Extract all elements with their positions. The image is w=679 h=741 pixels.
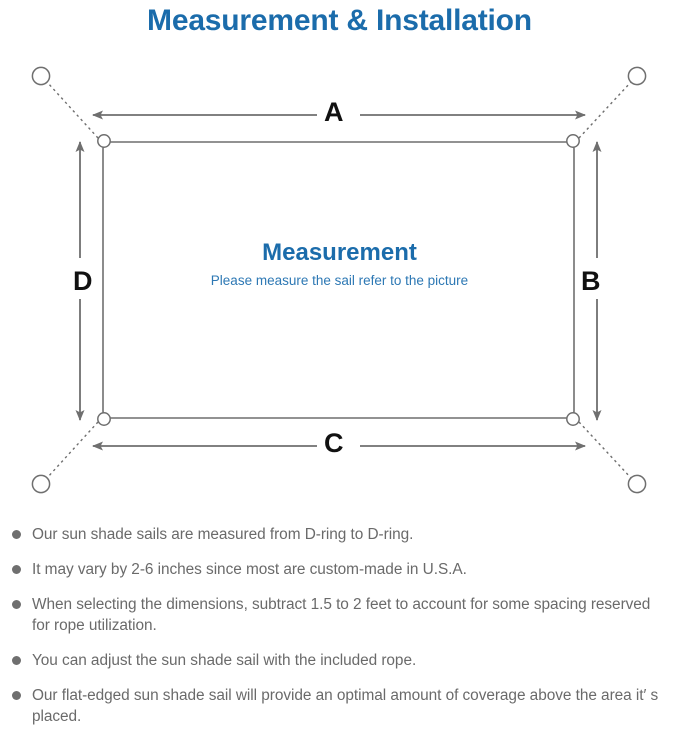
dimension-label-a: A	[317, 99, 351, 126]
rope-top-left	[46, 81, 99, 139]
list-item: You can adjust the sun shade sail with t…	[0, 650, 679, 671]
dimension-label-c: C	[317, 430, 351, 457]
d-ring-bottom-right	[566, 412, 580, 426]
bullet-icon	[12, 691, 21, 700]
anchor-point-bottom-right	[627, 474, 647, 494]
note-text: Our flat-edged sun shade sail will provi…	[32, 687, 659, 725]
list-item: It may vary by 2-6 inches since most are…	[0, 559, 679, 580]
note-text: You can adjust the sun shade sail with t…	[32, 652, 417, 669]
note-text: When selecting the dimensions, subtract …	[32, 596, 651, 634]
notes-list: Our sun shade sails are measured from D-…	[0, 524, 679, 741]
note-text: It may vary by 2-6 inches since most are…	[32, 561, 467, 578]
note-text: Our sun shade sails are measured from D-…	[32, 526, 414, 543]
d-ring-top-left	[97, 134, 111, 148]
list-item: Our sun shade sails are measured from D-…	[0, 524, 679, 545]
rope-bottom-right	[578, 421, 632, 479]
bullet-icon	[12, 530, 21, 539]
sail-diagram	[0, 46, 679, 516]
anchor-point-top-left	[31, 66, 51, 86]
sail-body	[102, 141, 575, 419]
bullet-icon	[12, 565, 21, 574]
dimension-label-b: B	[576, 264, 606, 299]
rope-bottom-left	[46, 421, 99, 479]
dimension-label-d: D	[68, 264, 98, 299]
page-title: Measurement & Installation	[147, 4, 532, 37]
anchor-point-top-right	[627, 66, 647, 86]
bullet-icon	[12, 600, 21, 609]
rope-top-right	[578, 81, 632, 139]
list-item: Our flat-edged sun shade sail will provi…	[0, 685, 679, 727]
anchor-point-bottom-left	[31, 474, 51, 494]
list-item: When selecting the dimensions, subtract …	[0, 594, 679, 636]
sail-diagram-svg	[31, 66, 647, 494]
bullet-icon	[12, 656, 21, 665]
d-ring-top-right	[566, 134, 580, 148]
d-ring-bottom-left	[97, 412, 111, 426]
